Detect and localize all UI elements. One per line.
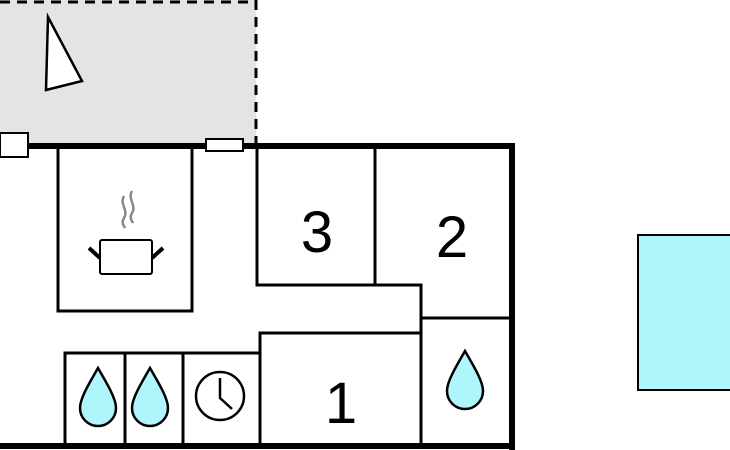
water-drop-icon (78, 365, 118, 428)
water-drop-icon (445, 348, 485, 411)
window (205, 138, 244, 152)
pool (637, 234, 730, 391)
water-drop-icon (130, 365, 170, 428)
room-1-label: 1 (325, 371, 357, 436)
terrace (0, 0, 258, 146)
kitchen-pot-icon (87, 190, 165, 275)
room-3-label: 3 (301, 200, 333, 265)
window (0, 132, 29, 158)
compass-icon (44, 12, 84, 92)
room-2-label: 2 (436, 205, 468, 270)
interior-walls (56, 144, 512, 446)
clock-icon (194, 370, 246, 422)
